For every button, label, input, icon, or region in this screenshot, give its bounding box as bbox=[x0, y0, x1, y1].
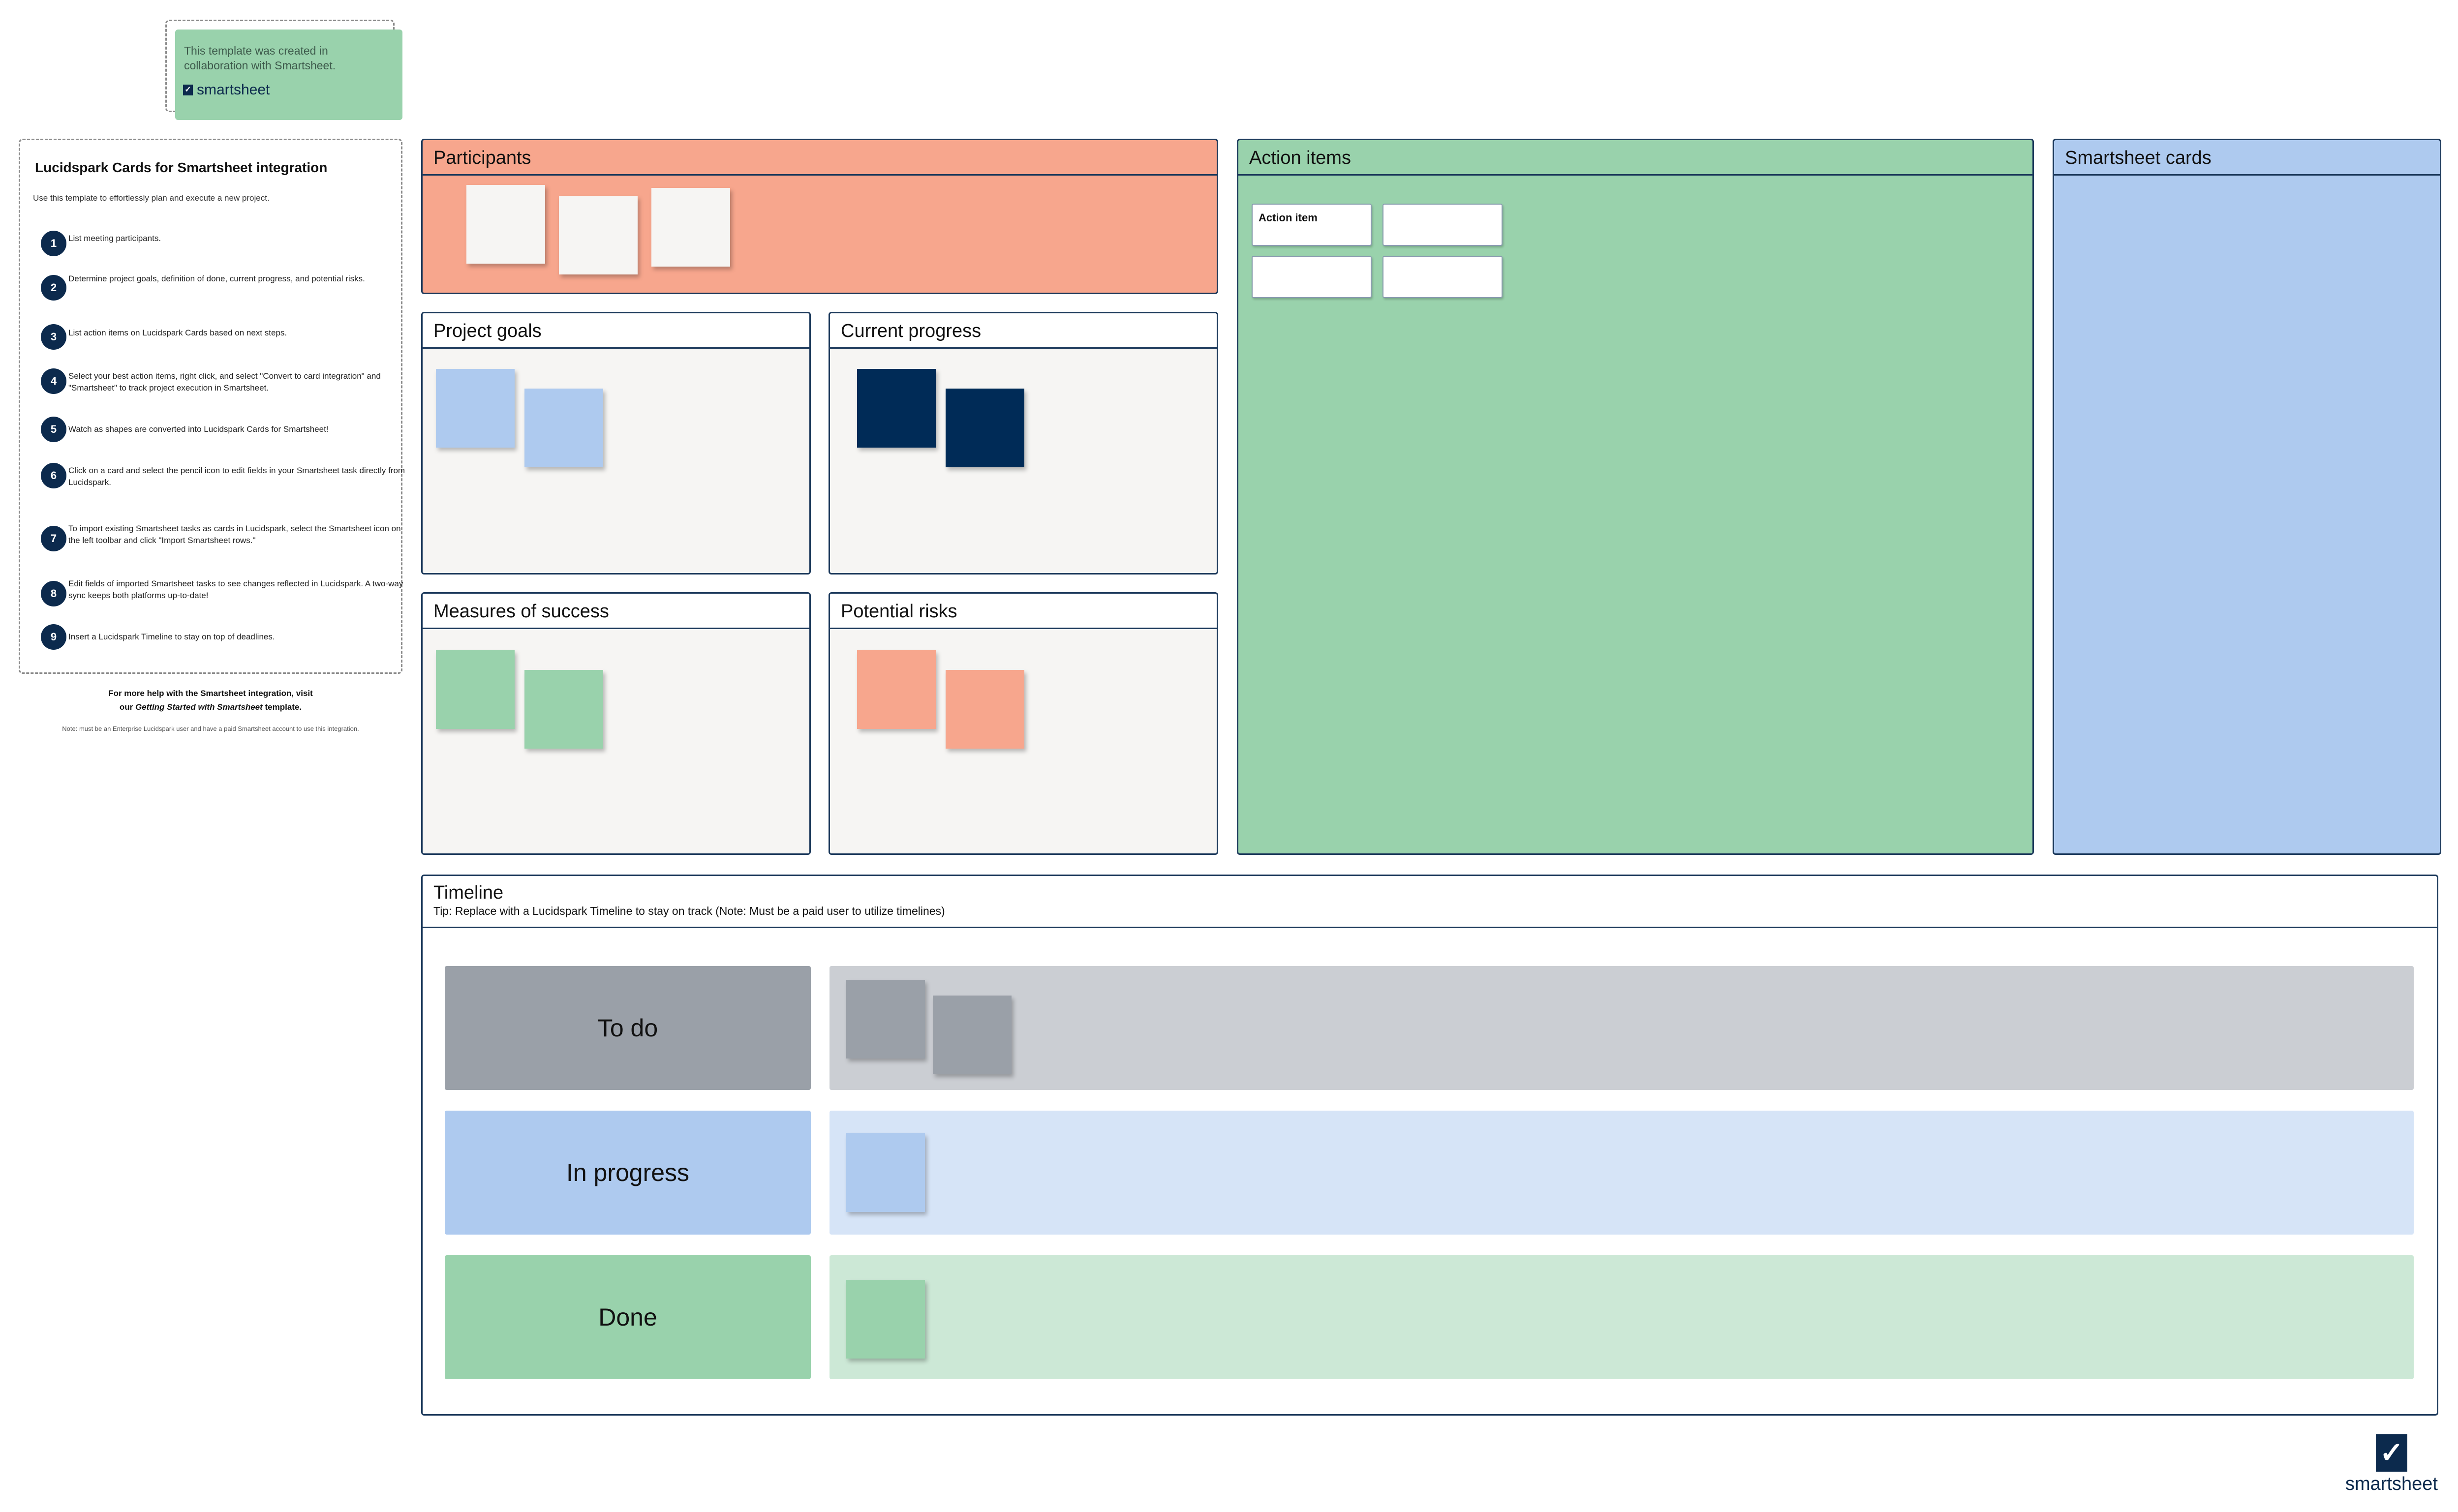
sticky-note[interactable] bbox=[524, 389, 603, 467]
step-number-badge: 4 bbox=[41, 368, 66, 394]
smartsheet-check-icon: ✓ bbox=[183, 85, 193, 95]
step-text: Insert a Lucidspark Timeline to stay on … bbox=[68, 632, 275, 641]
step-number-badge: 1 bbox=[41, 231, 66, 256]
action-items-panel[interactable]: Action items bbox=[1237, 139, 2034, 855]
participants-title: Participants bbox=[423, 140, 1217, 176]
smartsheet-cards-title: Smartsheet cards bbox=[2054, 140, 2440, 176]
sticky-note[interactable] bbox=[946, 670, 1024, 749]
timeline-title: Timeline bbox=[433, 882, 504, 903]
step-text: Watch as shapes are converted into Lucid… bbox=[68, 424, 329, 434]
step-number-badge: 3 bbox=[41, 324, 66, 350]
instruction-step: 3 List action items on Lucidspark Cards … bbox=[41, 324, 413, 350]
instruction-step: 1 List meeting participants. bbox=[41, 231, 413, 256]
collab-badge-text: This template was created in collaborati… bbox=[184, 44, 336, 72]
smartsheet-badge-logo: ✓ smartsheet bbox=[183, 82, 270, 98]
project-goals-title: Project goals bbox=[423, 313, 809, 349]
sticky-note[interactable] bbox=[846, 980, 925, 1058]
help-line-2: our Getting Started with Smartsheet temp… bbox=[119, 702, 302, 712]
lane-label-to-do: To do bbox=[445, 966, 811, 1090]
smartsheet-badge-wordmark: smartsheet bbox=[197, 82, 270, 98]
step-number-badge: 2 bbox=[41, 275, 66, 301]
sticky-note[interactable] bbox=[846, 1280, 925, 1359]
smartsheet-footer-wordmark: smartsheet bbox=[2345, 1474, 2438, 1494]
lane-label-done: Done bbox=[445, 1255, 811, 1379]
step-number-badge: 8 bbox=[41, 581, 66, 606]
lane-label-in-progress: In progress bbox=[445, 1111, 811, 1235]
sticky-note[interactable] bbox=[857, 650, 936, 729]
step-number-badge: 7 bbox=[41, 526, 66, 551]
action-item-card[interactable]: Action item bbox=[1252, 204, 1372, 246]
lane-done[interactable] bbox=[830, 1255, 2414, 1379]
step-text: List meeting participants. bbox=[68, 234, 161, 243]
potential-risks-title: Potential risks bbox=[830, 594, 1217, 629]
instructions-panel: Lucidspark Cards for Smartsheet integrat… bbox=[19, 139, 405, 674]
smartsheet-logo-icon: ✓ bbox=[2376, 1434, 2407, 1472]
project-goals-panel[interactable]: Project goals bbox=[421, 312, 811, 575]
getting-started-link[interactable]: Getting Started with Smartsheet bbox=[135, 702, 263, 712]
instruction-step: 9 Insert a Lucidspark Timeline to stay o… bbox=[41, 624, 413, 650]
instruction-step: 8 Edit fields of imported Smartsheet tas… bbox=[41, 578, 413, 606]
sticky-note[interactable] bbox=[466, 185, 545, 264]
step-text: Edit fields of imported Smartsheet tasks… bbox=[68, 579, 403, 600]
step-text: To import existing Smartsheet tasks as c… bbox=[68, 524, 401, 545]
sticky-note[interactable] bbox=[946, 389, 1024, 467]
action-item-card[interactable] bbox=[1383, 204, 1503, 246]
smartsheet-footer-logo: ✓ smartsheet bbox=[2340, 1434, 2443, 1498]
timeline-header: Timeline Tip: Replace with a Lucidspark … bbox=[423, 876, 2437, 928]
step-text: Click on a card and select the pencil ic… bbox=[68, 466, 405, 487]
potential-risks-panel[interactable]: Potential risks bbox=[829, 592, 1218, 855]
action-item-card[interactable] bbox=[1383, 256, 1503, 298]
sticky-note[interactable] bbox=[651, 188, 730, 267]
collab-badge[interactable]: This template was created in collaborati… bbox=[175, 30, 402, 120]
help-line-1: For more help with the Smartsheet integr… bbox=[108, 689, 313, 698]
sticky-note[interactable] bbox=[436, 369, 515, 448]
timeline-tip: Tip: Replace with a Lucidspark Timeline … bbox=[433, 905, 945, 917]
sticky-note[interactable] bbox=[846, 1133, 925, 1212]
instruction-step: 6 Click on a card and select the pencil … bbox=[41, 463, 413, 488]
instruction-step: 7 To import existing Smartsheet tasks as… bbox=[41, 523, 413, 551]
lane-to-do[interactable] bbox=[830, 966, 2414, 1090]
integration-note: Note: must be an Enterprise Lucidspark u… bbox=[62, 725, 359, 732]
current-progress-title: Current progress bbox=[830, 313, 1217, 349]
participants-panel[interactable]: Participants bbox=[421, 139, 1218, 294]
instructions-intro: Use this template to effortlessly plan a… bbox=[33, 193, 270, 203]
instruction-step: 5 Watch as shapes are converted into Luc… bbox=[41, 417, 413, 442]
step-text: Determine project goals, definition of d… bbox=[68, 274, 365, 283]
step-text: Select your best action items, right cli… bbox=[68, 371, 381, 393]
sticky-note[interactable] bbox=[524, 670, 603, 749]
sticky-note[interactable] bbox=[436, 650, 515, 729]
instruction-step: 2 Determine project goals, definition of… bbox=[41, 273, 413, 301]
instructions-title: Lucidspark Cards for Smartsheet integrat… bbox=[35, 160, 328, 175]
step-number-badge: 9 bbox=[41, 624, 66, 650]
help-text: For more help with the Smartsheet integr… bbox=[19, 687, 402, 714]
instruction-step: 4 Select your best action items, right c… bbox=[41, 368, 413, 394]
smartsheet-cards-panel[interactable]: Smartsheet cards bbox=[2053, 139, 2441, 855]
sticky-note[interactable] bbox=[933, 996, 1012, 1074]
lane-in-progress[interactable] bbox=[830, 1111, 2414, 1235]
action-items-title: Action items bbox=[1238, 140, 2032, 176]
step-text: List action items on Lucidspark Cards ba… bbox=[68, 328, 287, 337]
measures-of-success-title: Measures of success bbox=[423, 594, 809, 629]
sticky-note[interactable] bbox=[857, 369, 936, 448]
step-number-badge: 5 bbox=[41, 417, 66, 442]
sticky-note[interactable] bbox=[559, 196, 638, 274]
step-number-badge: 6 bbox=[41, 463, 66, 488]
action-item-card[interactable] bbox=[1252, 256, 1372, 298]
